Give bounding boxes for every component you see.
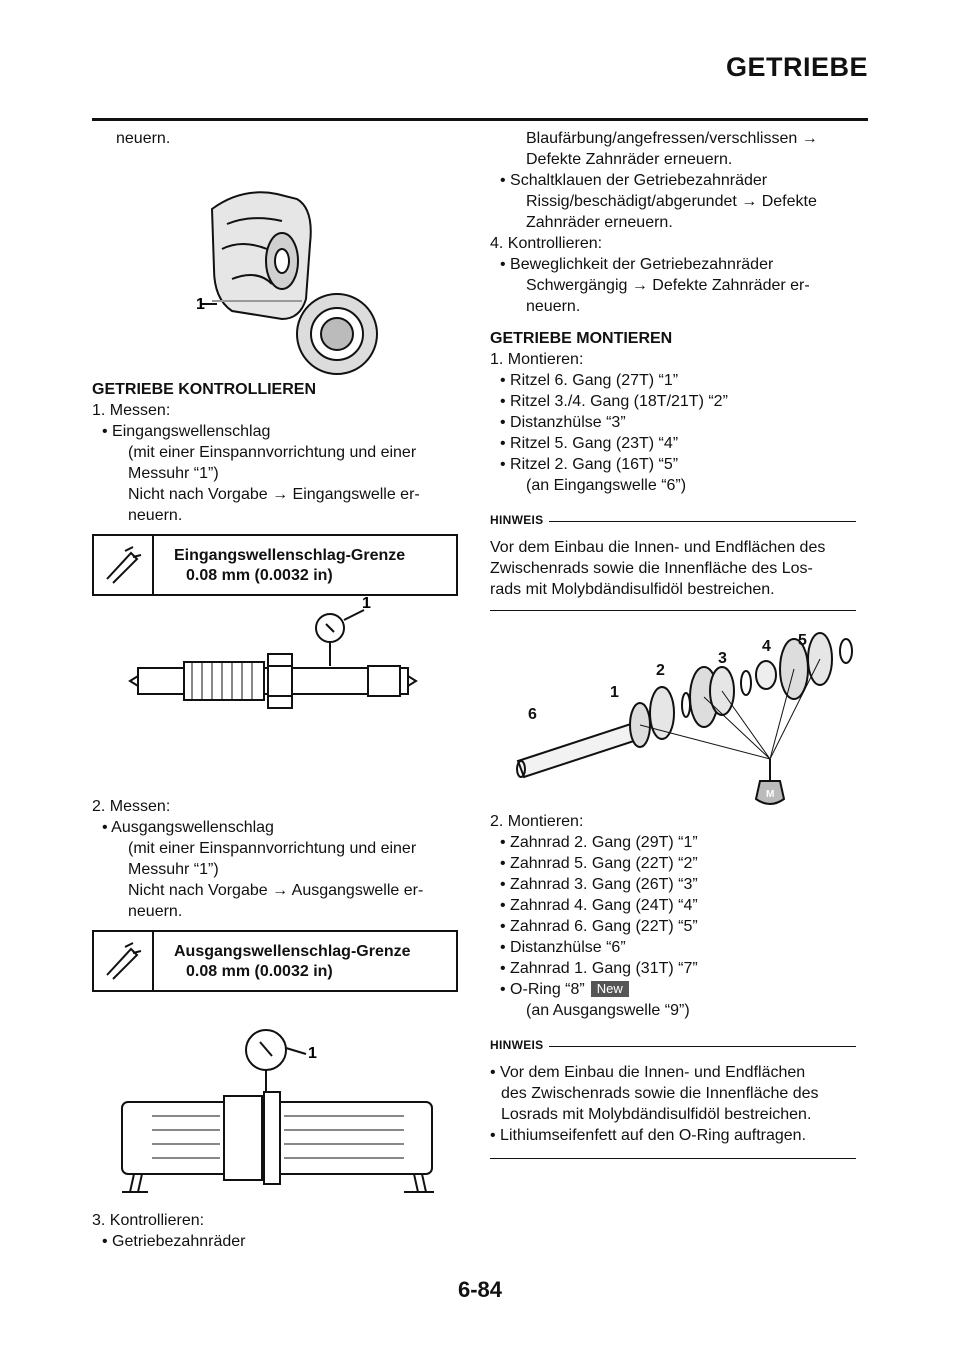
assembly-callout-6: 6 (528, 706, 537, 723)
spec-box-input-shaft: Eingangswellenschlag-Grenze 0.08 mm (0.0… (92, 534, 458, 596)
install-2-item-7: • Zahnrad 1. Gang (31T) “7” (500, 960, 698, 977)
header-rule (92, 118, 868, 121)
shift-dogs-bullet: • Schaltklauen der Getriebezahnräder (500, 172, 768, 189)
output-shaft-figure: 1 (121, 1029, 434, 1193)
install-1-item-1: • Ritzel 6. Gang (27T) “1” (500, 372, 679, 389)
note-1-end-rule (490, 610, 856, 611)
note-1-line-3: rads mit Molybdändisulfidöl bestreichen. (490, 581, 775, 598)
step-1-line-4: neuern. (128, 507, 183, 524)
spec-1-value: 0.08 mm (0.0032 in) (186, 567, 333, 584)
step-1-bullet: • Eingangswellenschlag (102, 423, 271, 440)
cont-line-1: Blaufärbung/angefressen/verschlissen → (526, 130, 818, 147)
install-1-item-3: • Distanzhülse “3” (500, 414, 626, 431)
install-2-head: 2. Montieren: (490, 813, 584, 830)
install-1-item-2: • Ritzel 3./4. Gang (18T/21T) “2” (500, 393, 728, 410)
input-shaft-figure: 1 (128, 596, 418, 709)
note-header-2: HINWEIS (490, 1035, 856, 1056)
page-title: GETRIEBE (725, 52, 868, 82)
continued-text: neuern. (116, 130, 171, 147)
install-2-tail: (an Ausgangswelle “9”) (526, 1002, 690, 1019)
page-number: 6-84 (457, 1277, 503, 1302)
o-ring-text: • O-Ring “8” (500, 981, 585, 998)
install-2-item-8: • O-Ring “8” New (490, 979, 856, 1000)
note-2-bullet-2: • Lithiumseifenfett auf den O-Ring auftr… (490, 1127, 807, 1144)
note-header-1: HINWEIS (490, 510, 856, 531)
install-1-tail: (an Eingangswelle “6”) (526, 477, 687, 494)
install-2-item-1: • Zahnrad 2. Gang (29T) “1” (500, 834, 698, 851)
spec-1-title: Eingangswellenschlag-Grenze (174, 547, 406, 564)
install-1-head: 1. Montieren: (490, 351, 584, 368)
step-2-line-4: neuern. (128, 903, 183, 920)
install-2-item-5: • Zahnrad 6. Gang (22T) “5” (500, 918, 698, 935)
section-heading-kontrollieren: GETRIEBE KONTROLLIEREN (92, 381, 317, 398)
note-1-line-1: Vor dem Einbau die Innen- und Endflächen… (490, 539, 826, 556)
step-2-head: 2. Messen: (92, 798, 171, 815)
assembly-callout-5: 5 (798, 632, 807, 649)
note-2-bullet-1-line-3: Losrads mit Molybdändisulfidöl bestreich… (501, 1106, 812, 1123)
install-2-item-6: • Distanzhülse “6” (500, 939, 626, 956)
caliper-icon (94, 932, 154, 990)
assembly-callout-3: 3 (718, 650, 727, 667)
install-1-item-5: • Ritzel 2. Gang (16T) “5” (500, 456, 679, 473)
shift-dogs-line-1: Rissig/beschädigt/abgerundet → Defekte (526, 193, 817, 210)
spec-box-output-shaft: Ausgangswellenschlag-Grenze 0.08 mm (0.0… (92, 930, 458, 992)
new-part-badge: New (590, 981, 629, 997)
note-label-1: HINWEIS (490, 513, 544, 527)
step-4-line-2: neuern. (526, 298, 581, 315)
step-4-line-1: Schwergängig → Defekte Zahnräder er- (526, 277, 810, 294)
section-heading-montieren: GETRIEBE MONTIEREN (490, 330, 673, 347)
step-4-head: 4. Kontrollieren: (490, 235, 603, 252)
note-2-end-rule (490, 1158, 856, 1159)
step-1-line-2: Messuhr “1”) (128, 465, 219, 482)
note-2-bullet-1: • Vor dem Einbau die Innen- und Endfläch… (490, 1064, 806, 1081)
note-label-2: HINWEIS (490, 1038, 544, 1052)
step-2-bullet: • Ausgangswellenschlag (102, 819, 274, 836)
install-2-item-3: • Zahnrad 3. Gang (26T) “3” (500, 876, 698, 893)
molybdenum-oil-icon: M (766, 789, 774, 800)
install-2-item-4: • Zahnrad 4. Gang (24T) “4” (500, 897, 698, 914)
assembly-callout-1: 1 (610, 684, 619, 701)
right-column: Blaufärbung/angefressen/verschlissen → D… (490, 128, 856, 1159)
figure-callout-1: 1 (308, 1045, 317, 1062)
caliper-icon (94, 536, 154, 594)
spec-2-value: 0.08 mm (0.0032 in) (186, 963, 333, 980)
assembly-callout-4: 4 (762, 638, 771, 655)
step-2-line-1: (mit einer Einspannvorrichtung und einer (128, 840, 417, 857)
step-2-line-3: Nicht nach Vorgabe → Ausgangswelle er- (128, 882, 424, 899)
step-4-bullet: • Beweglichkeit der Getriebezahnräder (500, 256, 774, 273)
step-2-line-2: Messuhr “1”) (128, 861, 219, 878)
step-1-line-3: Nicht nach Vorgabe → Eingangswelle er- (128, 486, 420, 503)
install-2-item-2: • Zahnrad 5. Gang (22T) “2” (500, 855, 698, 872)
step-3-bullet: • Getriebezahnräder (102, 1233, 246, 1250)
input-shaft-assembly-figure: 1 2 3 4 5 6 M (516, 632, 853, 805)
left-column: neuern. 1 GETRIEBE KONTROLLIEREN 1. Mess… (92, 128, 458, 1252)
shift-drum-figure: 1 (196, 191, 378, 375)
assembly-callout-2: 2 (656, 662, 665, 679)
shift-dogs-line-2: Zahnräder erneuern. (526, 214, 673, 231)
install-1-item-4: • Ritzel 5. Gang (23T) “4” (500, 435, 679, 452)
note-1-line-2: Zwischenrads sowie die Innenfläche des L… (490, 560, 813, 577)
figure-callout-1: 1 (362, 596, 371, 612)
spec-2-title: Ausgangswellenschlag-Grenze (174, 943, 411, 960)
note-2-bullet-1-line-2: des Zwischenrads sowie die Innenfläche d… (501, 1085, 819, 1102)
step-3-head: 3. Kontrollieren: (92, 1212, 205, 1229)
step-1-line-1: (mit einer Einspannvorrichtung und einer (128, 444, 417, 461)
step-1-head: 1. Messen: (92, 402, 171, 419)
figure-callout-1: 1 (196, 296, 205, 313)
cont-line-2: Defekte Zahnräder erneuern. (526, 151, 733, 168)
